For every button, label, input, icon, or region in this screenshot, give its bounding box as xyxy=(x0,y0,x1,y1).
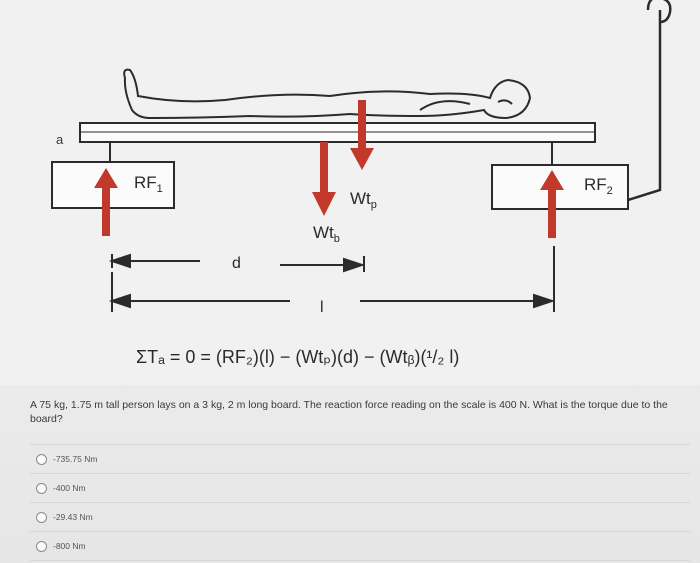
l-dimension xyxy=(108,246,556,312)
label-d: d xyxy=(232,255,241,272)
radio-button[interactable] xyxy=(36,482,47,494)
label-l: l xyxy=(320,299,324,316)
answer-option-label: -800 Nm xyxy=(53,541,86,551)
person-figure xyxy=(123,68,532,120)
answer-options: -735.75 Nm -400 Nm -29.43 Nm -800 Nm xyxy=(30,444,690,561)
scale-hook xyxy=(627,0,672,202)
answer-option[interactable]: -735.75 Nm xyxy=(30,444,690,473)
answer-option-label: -29.43 Nm xyxy=(53,512,93,522)
answer-option[interactable]: -29.43 Nm xyxy=(30,502,690,531)
label-wtb: Wtb xyxy=(313,223,340,245)
question-text: A 75 kg, 1.75 m tall person lays on a 3 … xyxy=(30,399,668,425)
label-rf2-sub: 2 xyxy=(607,185,613,197)
answer-option-label: -400 Nm xyxy=(53,483,86,493)
equation: ΣTₐ = 0 = (RF₂)(l) − (Wtₚ)(d) − (Wtᵦ)(¹/… xyxy=(136,347,459,367)
label-rf2: RF2 xyxy=(584,175,613,197)
label-rf1: RF1 xyxy=(134,173,163,195)
answer-option-label: -735.75 Nm xyxy=(53,454,98,464)
radio-button[interactable] xyxy=(36,453,47,465)
label-wtp: Wtp xyxy=(350,189,377,211)
wtp-arrow xyxy=(350,100,374,170)
rf1-arrow xyxy=(94,168,118,236)
label-rf1-sub: 1 xyxy=(157,183,163,195)
wtb-arrow xyxy=(312,142,336,216)
answer-option[interactable]: -800 Nm xyxy=(30,531,690,561)
torque-diagram: a RF1 RF2 Wtp Wtb d l ΣTₐ = 0 = (RF₂)(l)… xyxy=(51,0,672,367)
label-wtp-sub: p xyxy=(371,199,377,211)
answer-option[interactable]: -400 Nm xyxy=(30,473,690,502)
radio-button[interactable] xyxy=(36,511,47,523)
label-wtb-sub: b xyxy=(334,233,340,245)
d-dimension xyxy=(108,253,366,273)
rf2-arrow xyxy=(540,170,564,238)
radio-button[interactable] xyxy=(36,540,47,552)
label-a: a xyxy=(56,132,64,147)
